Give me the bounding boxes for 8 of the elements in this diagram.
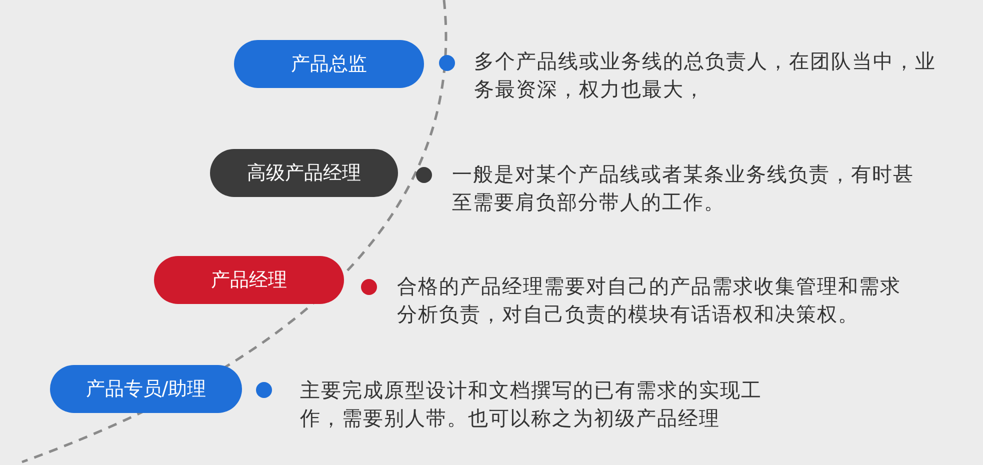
description-text: 合格的产品经理需要对自己的产品需求收集管理和需求分析负责，对自己负责的模块有话语权和决策权。 [397,273,902,328]
role-pill: 产品经理 [154,256,344,304]
description-text: 一般是对某个产品线或者某条业务线负责，有时甚至需要肩负部分带人的工作。 [452,161,915,216]
description-text: 多个产品线或业务线的总负责人，在团队当中，业务最资深，权力也最大， [474,48,937,103]
role-pill: 产品专员/助理 [50,365,242,413]
role-pill: 高级产品经理 [210,149,398,197]
role-pill: 产品总监 [234,40,424,88]
description-text: 主要完成原型设计和文档撰写的已有需求的实现工作，需要别人带。也可以称之为初级产品经理 [300,377,763,432]
